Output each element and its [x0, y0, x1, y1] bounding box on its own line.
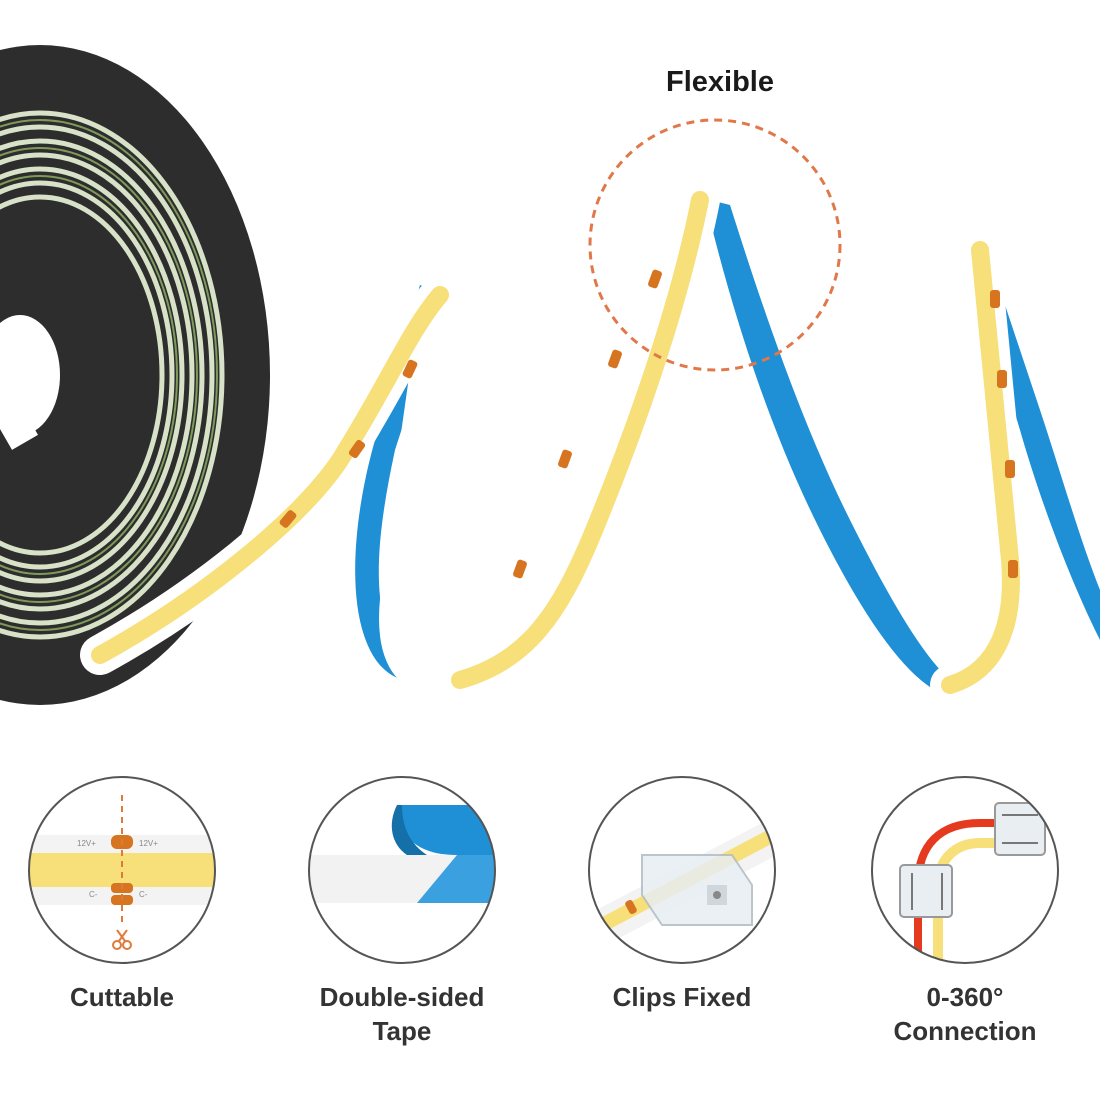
feature-clips-fixed: Clips Fixed: [587, 775, 777, 1055]
copper-pads: [279, 269, 1018, 579]
feature-label: Cuttable: [70, 982, 174, 1012]
hero-image: [0, 45, 1100, 705]
svg-text:12V+: 12V+: [77, 839, 96, 848]
feature-label: Double-sided Tape: [319, 982, 485, 1046]
svg-text:C-: C-: [89, 890, 98, 899]
svg-text:C-: C-: [139, 890, 148, 899]
svg-text:12V+: 12V+: [139, 839, 158, 848]
feature-label: 0-360° Connection: [893, 982, 1037, 1046]
feature-360-connection: 0-360° Connection: [870, 775, 1060, 1055]
feature-double-sided-tape: Double-sided Tape: [307, 775, 497, 1055]
connector-icon: [871, 776, 1059, 964]
reel-windings: [0, 110, 225, 640]
scissors-icon: 12V+ 12V+ C- C-: [28, 776, 216, 964]
clip-icon: [588, 776, 776, 964]
flexible-highlight-circle: [588, 118, 842, 372]
tape-icon: [308, 776, 496, 964]
led-reel: [0, 45, 270, 705]
feature-cuttable: 12V+ 12V+ C- C- Cuttable: [27, 775, 217, 1055]
feature-label: Clips Fixed: [612, 982, 752, 1012]
flexible-label: Flexible: [666, 66, 774, 98]
